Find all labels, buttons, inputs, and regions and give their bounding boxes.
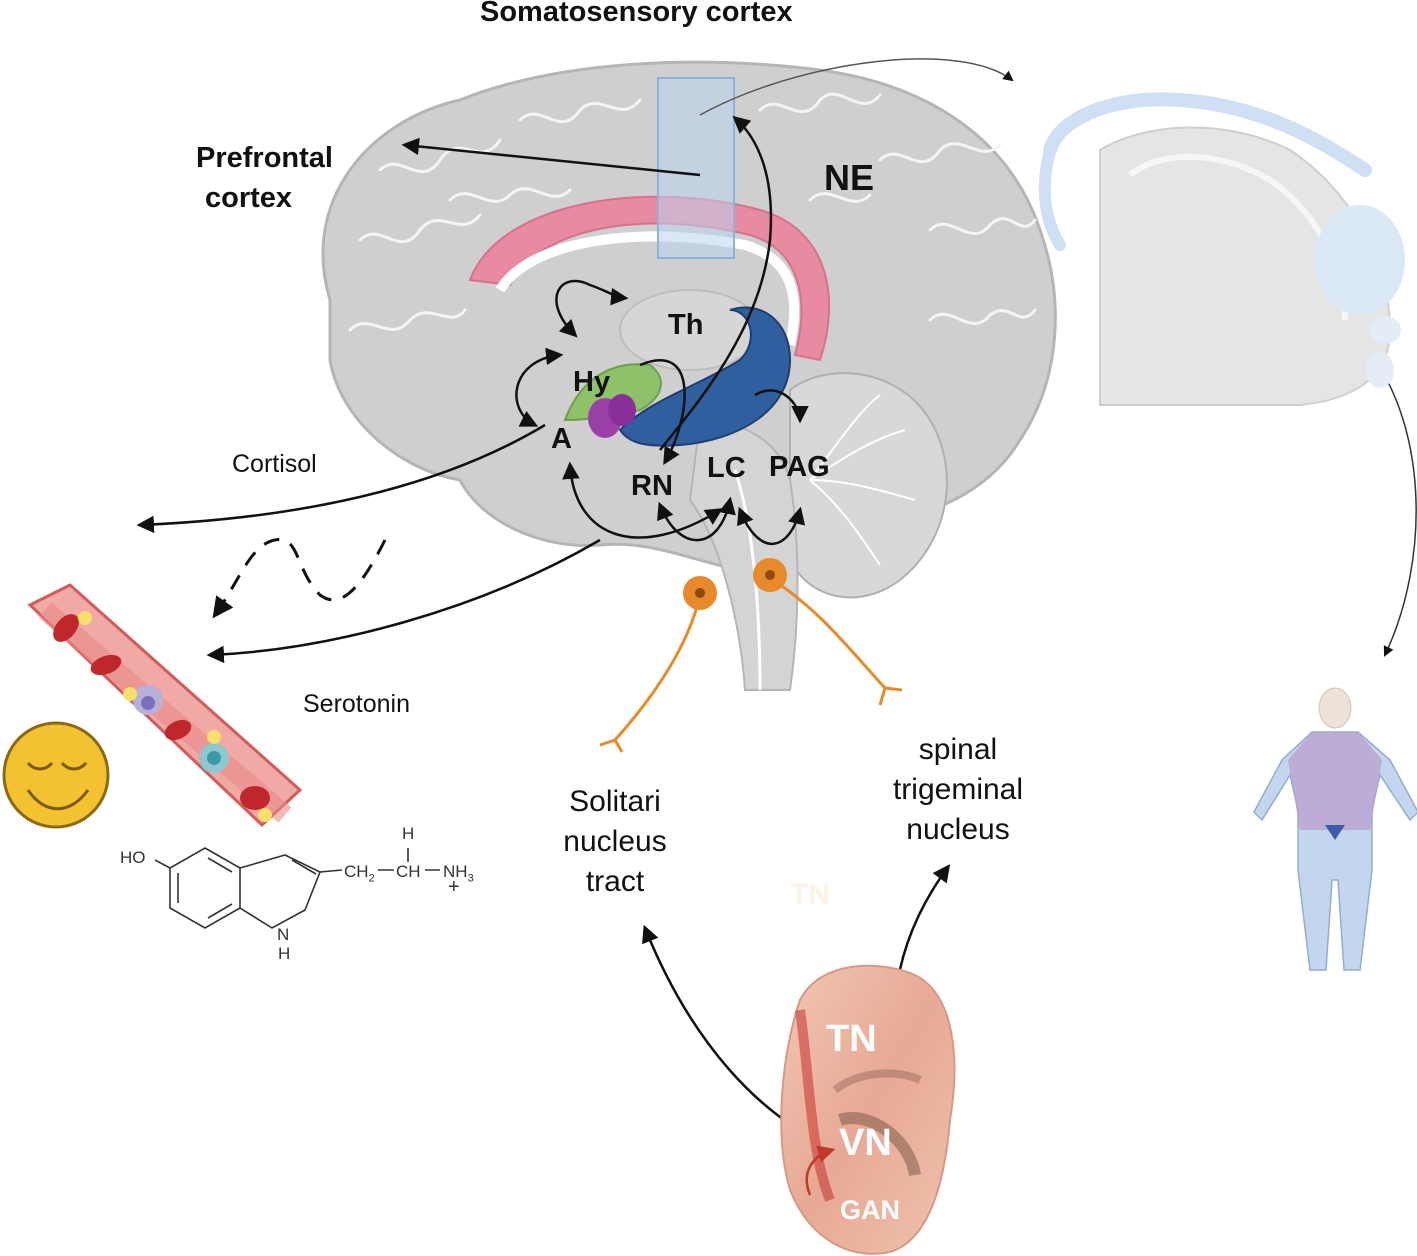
spinal-line1: spinal xyxy=(918,733,998,766)
locus-coeruleus-label: LC xyxy=(707,452,746,484)
raphe-nuclei-label: RN xyxy=(631,470,673,502)
cortisol-arrow xyxy=(136,423,546,534)
chem-h-top: H xyxy=(402,824,415,843)
arrow-to-prefrontal xyxy=(401,137,701,177)
cerebellum xyxy=(789,372,948,599)
ne-label: NE xyxy=(824,157,875,198)
homunculus-to-body-arrow xyxy=(1359,339,1417,657)
chem-h-ring: H xyxy=(278,944,291,963)
cortisol-label: Cortisol xyxy=(232,450,317,478)
brain-arrows xyxy=(401,115,809,545)
arrow-th-rn xyxy=(639,359,686,466)
pag-label: PAG xyxy=(769,451,830,483)
dashed-wave-arrow xyxy=(212,538,387,619)
chem-plus: + xyxy=(448,876,460,898)
somatosensory-to-body-arrow xyxy=(699,58,1014,116)
serotonin-structure xyxy=(154,847,440,929)
arrow-rn-lc xyxy=(657,496,736,542)
arrow-th-loop xyxy=(555,279,629,338)
chem-ch: CH xyxy=(396,862,421,881)
solitari-line2: nucleus xyxy=(563,825,667,858)
prefrontal-cortex-label-line2: cortex xyxy=(205,182,293,214)
serotonin-arrow xyxy=(206,538,601,664)
blood-vessel xyxy=(27,583,303,828)
solitari-line3: tract xyxy=(585,865,645,898)
spinal-trigeminal-nucleus-label: spinal trigeminal nucleus xyxy=(868,730,1048,850)
neurons xyxy=(599,558,903,753)
arrow-to-pag xyxy=(754,389,809,424)
solitari-nucleus-tract-label: Solitari nucleus tract xyxy=(540,782,690,902)
arrow-to-somatosensory xyxy=(659,115,773,451)
chem-ch2: CH2 xyxy=(344,862,375,884)
ear-vn-label: VN xyxy=(839,1122,892,1164)
chem-nh3: NH3 xyxy=(443,862,474,884)
arrow-a-rn xyxy=(562,461,723,539)
chem-ch2-sub: 2 xyxy=(368,872,375,885)
solitari-line1: Solitari xyxy=(569,785,661,818)
spinal-line2: trigeminal xyxy=(892,773,1024,806)
ear-gan-label: GAN xyxy=(840,1195,900,1225)
serotonin-label: Serotonin xyxy=(303,690,411,718)
somatosensory-cortex-label: Somatosensory cortex xyxy=(480,0,793,28)
body-dermatome-figure xyxy=(1253,687,1417,971)
ear-photo xyxy=(780,964,956,1255)
hippocampus xyxy=(618,306,792,447)
prefrontal-cortex-label-line1: Prefrontal xyxy=(196,142,333,174)
faint-tn-label: TN xyxy=(790,878,830,911)
arbor-vitae xyxy=(809,394,916,566)
chem-ch2-text: CH xyxy=(344,862,369,881)
corpus-callosum xyxy=(468,195,831,362)
arrow-hy-a xyxy=(515,347,564,427)
homunculus-slice xyxy=(1038,92,1405,406)
hypothalamus-label: Hy xyxy=(573,366,611,398)
gyri xyxy=(348,92,1037,332)
thalamus-label: Th xyxy=(668,309,704,341)
chem-nh3-sub: 3 xyxy=(467,872,474,885)
chem-ho: HO xyxy=(120,848,146,867)
chem-n-ring: N xyxy=(277,925,290,944)
smiley-face-icon xyxy=(2,721,110,829)
somatosensory-highlight xyxy=(657,77,735,259)
spinal-line3: nucleus xyxy=(906,813,1010,846)
ear-tn-label: TN xyxy=(826,1018,877,1060)
amygdala-2 xyxy=(608,394,636,426)
chem-nh3-text: NH xyxy=(443,862,468,881)
arrow-lc-pag xyxy=(737,506,806,545)
amygdala-label: A xyxy=(551,423,572,455)
